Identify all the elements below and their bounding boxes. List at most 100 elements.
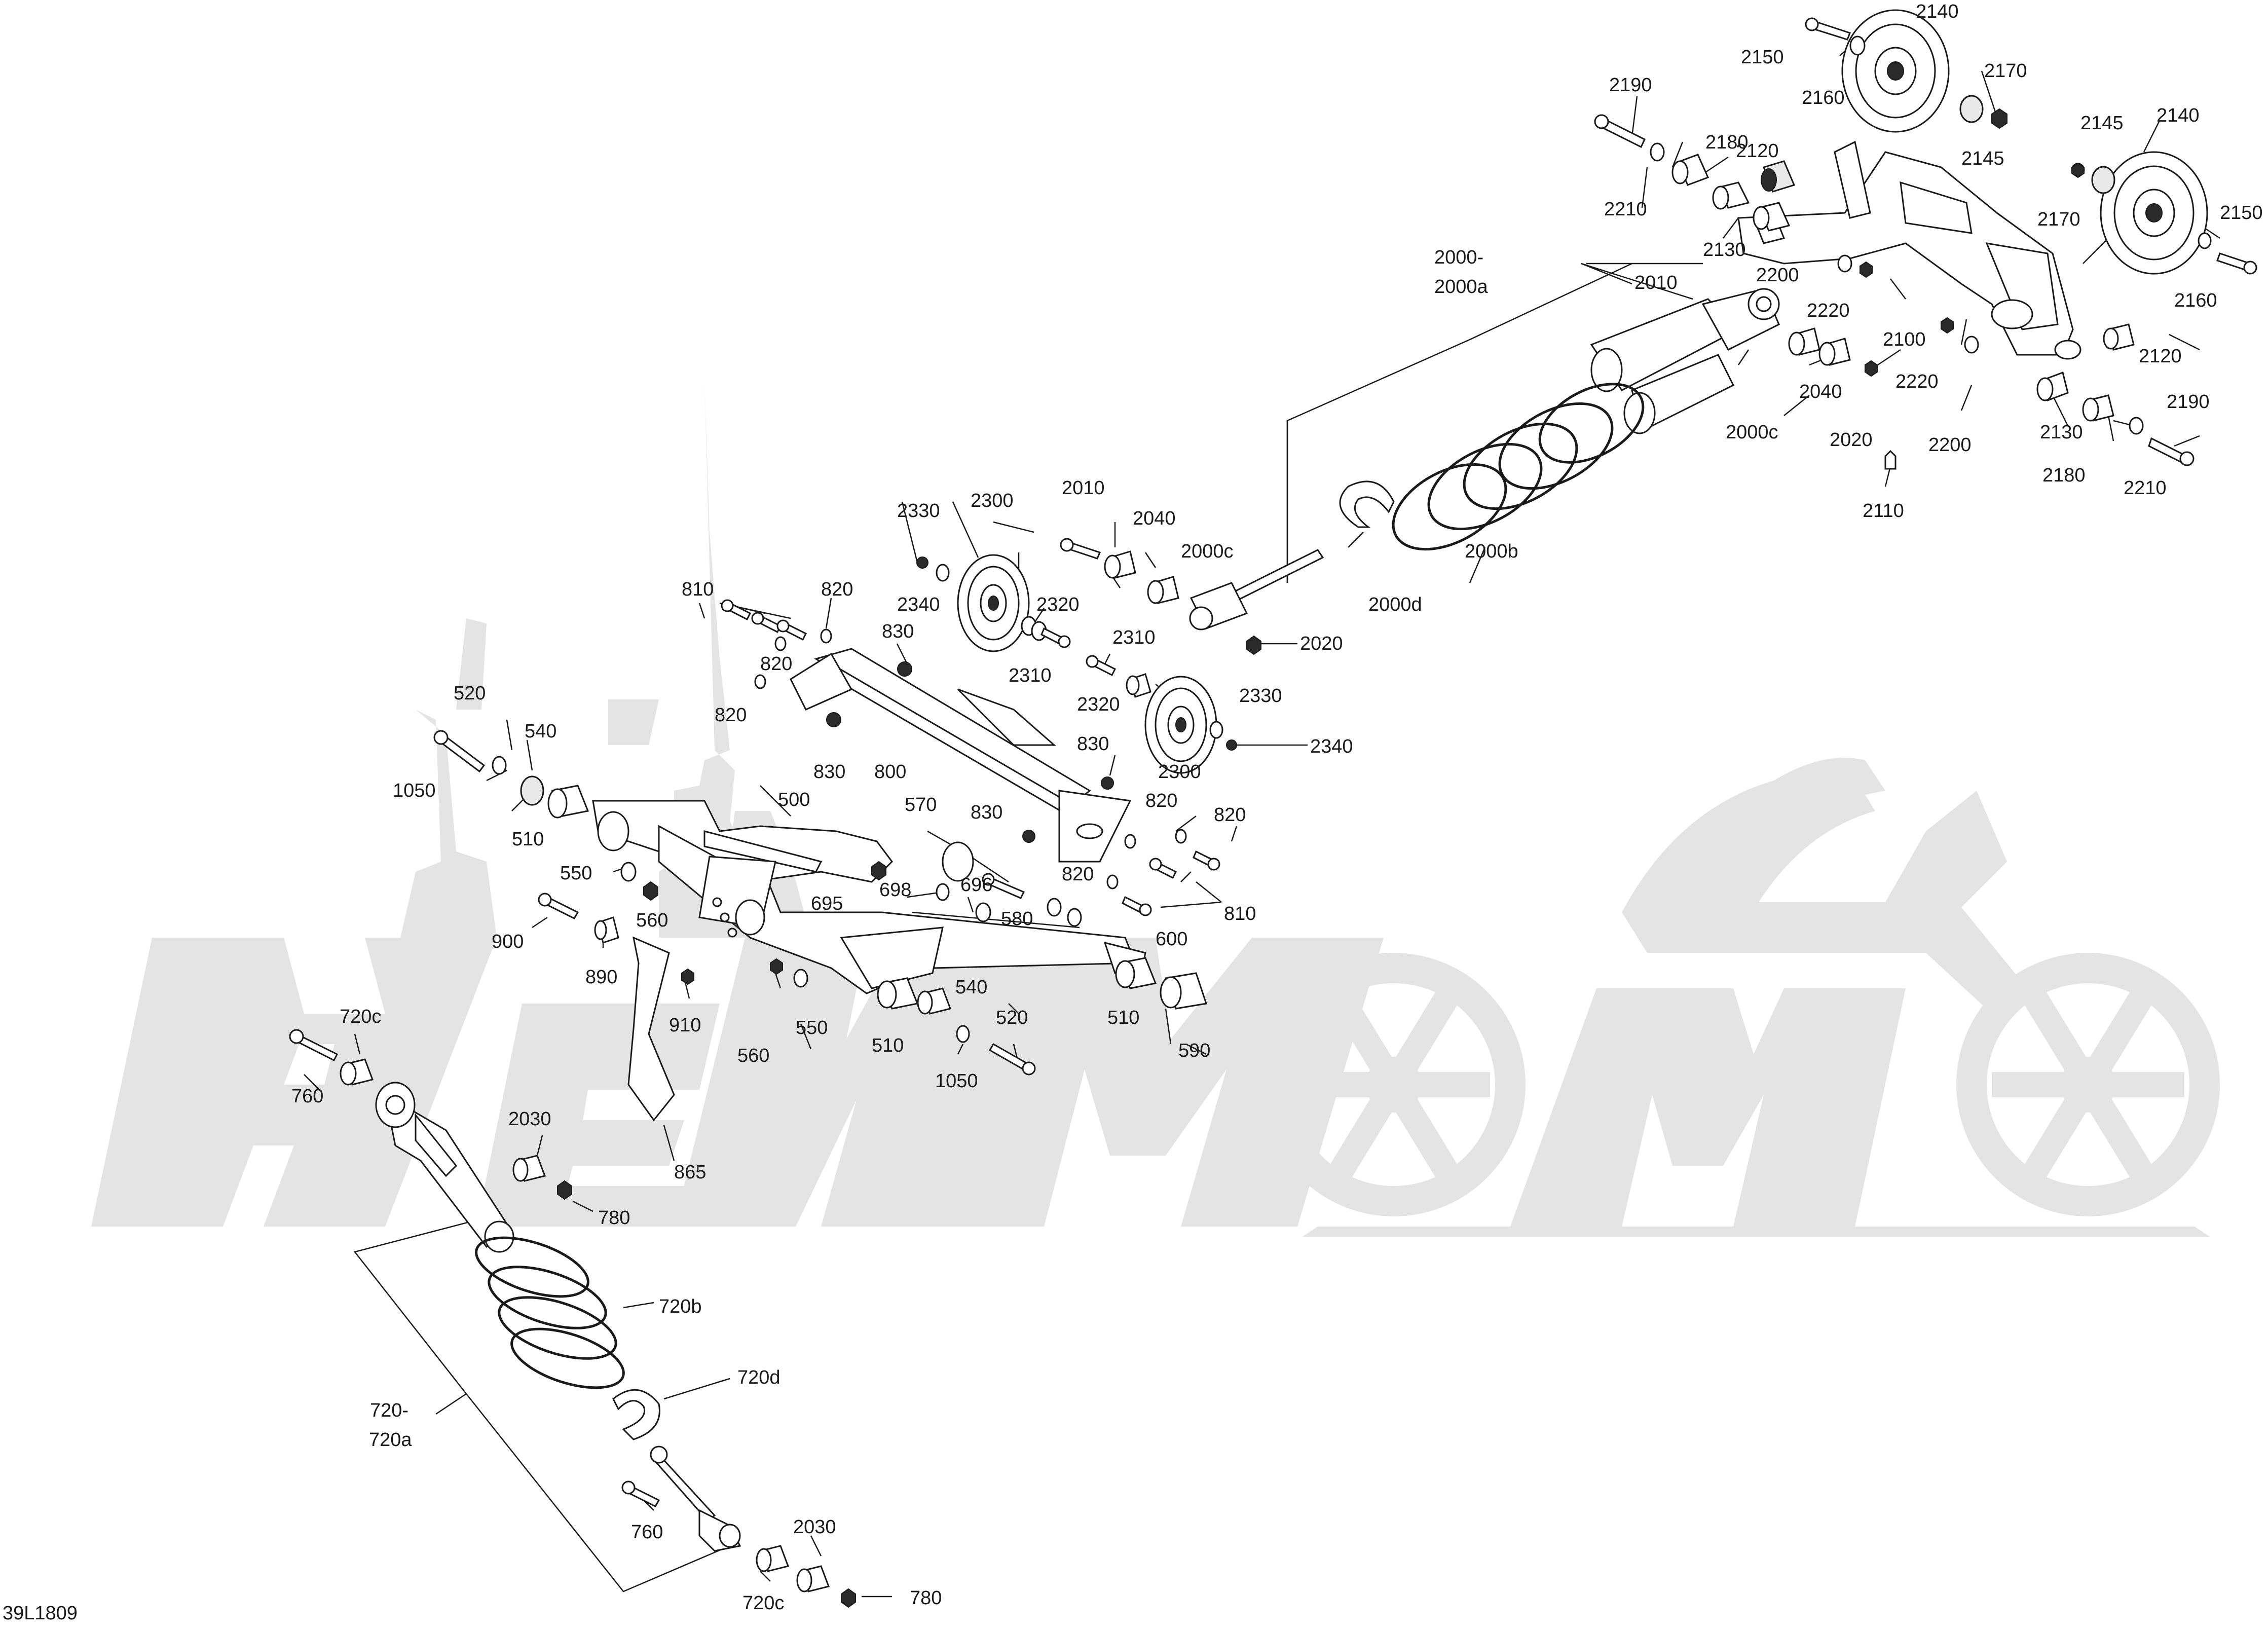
- callout-label: 760: [631, 1522, 663, 1543]
- callout-label: 820: [1062, 864, 1094, 885]
- callout-label: 2130: [1703, 239, 1746, 261]
- callout-label: 2120: [1736, 140, 1779, 162]
- callout-label: 2000b: [1465, 541, 1518, 562]
- idler-wheel-2300-upper: [957, 554, 1030, 652]
- callout-label: 780: [910, 1587, 942, 1609]
- callout-label: 600: [1156, 929, 1187, 950]
- callout-label: 696: [960, 874, 992, 896]
- callout-label: 820: [1214, 804, 1246, 826]
- callout-label: 2160: [1802, 87, 1845, 108]
- callout-label: 2040: [1133, 508, 1176, 529]
- callout-label: 2110: [1863, 500, 1904, 522]
- callout-label: 698: [879, 879, 911, 901]
- callout-label: 2100: [1883, 329, 1926, 350]
- callout-label: 2300: [1158, 761, 1201, 783]
- hardware-crossshaft: [721, 599, 1220, 916]
- drawing-code: 39L1809: [3, 1603, 78, 1624]
- callout-label: 540: [525, 721, 556, 742]
- callout-label: 550: [560, 863, 592, 884]
- callout-label: 820: [1145, 790, 1177, 811]
- callout-label: 2170: [1984, 60, 2027, 82]
- callout-label: 560: [737, 1045, 769, 1066]
- callout-label: 2040: [1799, 381, 1842, 402]
- callout-label: 550: [796, 1017, 828, 1039]
- callout-label: 2200: [1928, 434, 1972, 456]
- rear-arm-2100: [1737, 140, 2081, 360]
- rear-shock-2000: [1189, 288, 1780, 631]
- callout-label: 1050: [935, 1070, 978, 1092]
- callout-label: 1050: [393, 780, 436, 801]
- callout-label: 720b: [659, 1296, 702, 1317]
- callout-label: 2145: [2080, 113, 2124, 134]
- callout-label: 810: [682, 579, 714, 600]
- callout-label: 2020: [1300, 633, 1343, 654]
- callout-label: 720-: [370, 1400, 408, 1421]
- callout-label: 900: [492, 931, 524, 952]
- callout-label: 820: [760, 653, 792, 675]
- callout-label: 2020: [1830, 429, 1873, 451]
- callout-label: 560: [636, 910, 668, 931]
- callout-label: 2310: [1009, 665, 1052, 686]
- callout-label: 2010: [1634, 272, 1678, 293]
- callout-label: 590: [1178, 1040, 1210, 1061]
- idler-wheel-2140-right: [2100, 151, 2208, 275]
- callout-label: 2210: [2124, 477, 2167, 499]
- callout-label: 2000c: [1726, 422, 1778, 443]
- hardware-middle: [916, 538, 1261, 751]
- callout-label: 720c: [742, 1592, 784, 1614]
- idler-wheel-2300-lower: [1144, 676, 1217, 774]
- callout-label: 2340: [1310, 736, 1353, 757]
- callout-label: 830: [1077, 733, 1109, 755]
- callout-label: 720d: [737, 1367, 780, 1388]
- callout-label: 2200: [1756, 265, 1799, 286]
- callout-label: 2000d: [1368, 594, 1422, 615]
- callout-label: 2145: [1961, 148, 2004, 169]
- callout-label: 720a: [369, 1429, 412, 1451]
- callout-label: 2300: [971, 490, 1014, 511]
- front-arm-500: [592, 800, 1146, 994]
- callout-label: 2130: [2040, 422, 2083, 443]
- callout-label: 2330: [1239, 685, 1282, 707]
- callout-label: 2010: [1062, 477, 1105, 499]
- callout-label: 2140: [2157, 105, 2200, 126]
- callout-label: 500: [778, 789, 810, 810]
- idler-wheel-2140-top: [1841, 9, 1950, 133]
- callout-label: 695: [811, 893, 843, 914]
- callout-label: 2180: [1705, 132, 1749, 153]
- callout-label: 2220: [1895, 371, 1939, 392]
- callout-label: 720c: [340, 1006, 381, 1027]
- hardware-upper-right: [1594, 17, 2257, 470]
- callout-label: 2170: [2037, 209, 2080, 230]
- callout-label: 2220: [1807, 300, 1850, 321]
- callout-label: 830: [882, 621, 914, 642]
- callout-label: 760: [291, 1086, 323, 1107]
- callout-label: 2330: [897, 500, 940, 522]
- callout-label: 830: [971, 802, 1002, 823]
- callout-label: 2000a: [1434, 276, 1489, 298]
- callout-label: 910: [669, 1015, 701, 1036]
- callout-label: 540: [955, 977, 987, 998]
- callout-label: 890: [585, 967, 617, 988]
- callout-label: 2120: [2139, 346, 2182, 367]
- callout-label: 520: [454, 683, 486, 704]
- callout-label: 2210: [1604, 199, 1647, 220]
- callout-label: 520: [996, 1007, 1028, 1028]
- shock-spring-720b: [475, 1236, 625, 1389]
- callout-label: 820: [715, 705, 747, 726]
- callout-label: 570: [905, 794, 937, 816]
- callout-label: 830: [813, 761, 845, 783]
- callout-label: 2180: [2042, 465, 2086, 486]
- callout-label: 510: [872, 1035, 904, 1056]
- shock-spring-2000b: [1392, 383, 1645, 551]
- callout-label: 2000c: [1181, 541, 1234, 562]
- callout-label: 510: [1107, 1007, 1139, 1028]
- callout-label: 820: [821, 579, 853, 600]
- callout-label: 2160: [2174, 290, 2217, 311]
- front-shock-720: [289, 1029, 856, 1608]
- callout-label: 2030: [508, 1108, 551, 1130]
- callout-label: 2340: [897, 594, 940, 615]
- callout-label: 580: [1001, 908, 1033, 930]
- cross-shaft-800: [790, 648, 1132, 863]
- callout-label: 800: [874, 761, 906, 783]
